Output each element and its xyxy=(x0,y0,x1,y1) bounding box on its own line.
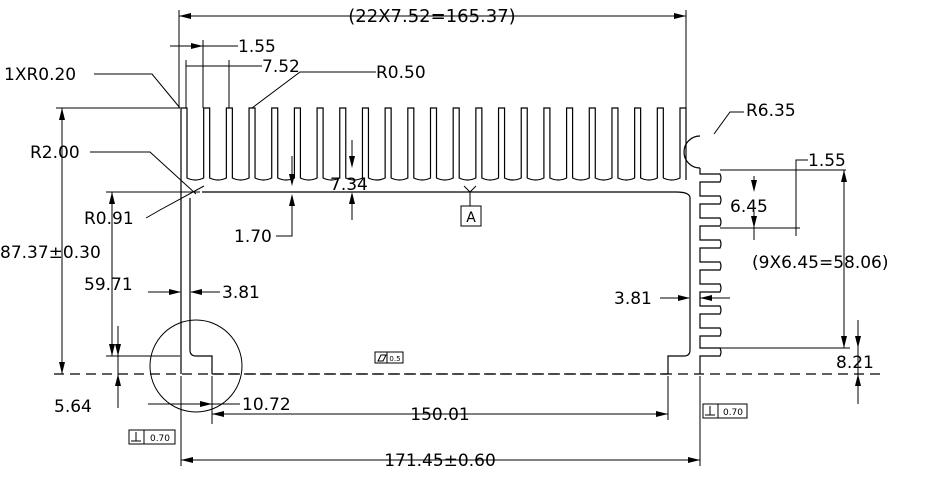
dim-corner-r2: R2.00 xyxy=(30,143,80,163)
dim-tip-radius: 1XR0.20 xyxy=(4,65,76,85)
datum-label: A xyxy=(466,210,476,226)
dim-inner-width: 150.01 xyxy=(410,405,469,425)
dimension-lines xyxy=(56,10,861,466)
dim-fin-pitch: 7.52 xyxy=(262,57,300,77)
dim-side-radius: R6.35 xyxy=(746,101,796,121)
dim-side-bottom: 8.21 xyxy=(836,353,874,373)
flatness-tolerance-frame: 0.5 xyxy=(374,351,404,364)
flatness-value: 0.5 xyxy=(389,355,400,363)
perpendicularity-frame-right: 0.70 xyxy=(702,403,748,419)
datum-a-symbol: A xyxy=(460,185,482,227)
detail-circle xyxy=(149,319,243,413)
dim-inner-height: 59.71 xyxy=(84,275,133,295)
dim-side-fin-thickness: 1.55 xyxy=(808,151,846,171)
dim-wall-left: 3.81 xyxy=(222,283,260,303)
dim-side-fin-pitch: 6.45 xyxy=(730,197,768,217)
dim-base-gap: 1.70 xyxy=(234,227,272,247)
dim-left-flange: 10.72 xyxy=(242,395,291,415)
perp-left-value: 0.70 xyxy=(150,434,170,444)
dim-corner-r091: R0.91 xyxy=(84,209,134,229)
dim-wall-right: 3.81 xyxy=(614,289,652,309)
dim-root-radius: R0.50 xyxy=(376,63,426,83)
dim-fin-thickness: 1.55 xyxy=(238,37,276,57)
dim-overall-width: 171.45±0.60 xyxy=(384,451,496,471)
perpendicularity-frame-left: 0.70 xyxy=(128,429,176,445)
dim-bottom-offset: 5.64 xyxy=(54,397,92,417)
dim-side-fin-total: (9X6.45=58.06) xyxy=(752,253,889,273)
dim-overall-fin-pitch: (22X7.52=165.37) xyxy=(348,6,515,27)
dim-height: 87.37±0.30 xyxy=(0,243,101,263)
dimension-labels: (22X7.52=165.37) 1.55 7.52 1XR0.20 R0.50… xyxy=(0,6,889,471)
perp-right-value: 0.70 xyxy=(723,408,743,418)
dim-fin-depth: 7.34 xyxy=(330,175,368,195)
heatsink-outline xyxy=(54,107,880,375)
